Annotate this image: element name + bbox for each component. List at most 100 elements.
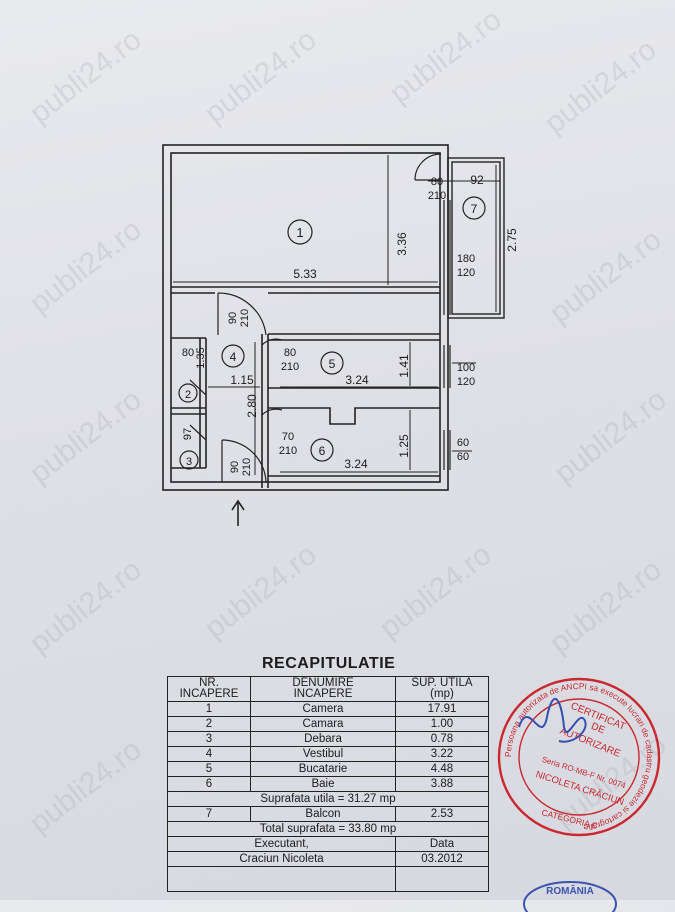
balcony-outline xyxy=(447,157,505,319)
dim-door-bath-h: 210 xyxy=(279,445,297,457)
dim-kitchen-height: 1.41 xyxy=(397,354,411,378)
room-number-7: 7 xyxy=(471,202,478,216)
table-row: 5 Bucatarie 4.48 xyxy=(167,761,489,777)
door-swings xyxy=(189,153,442,483)
dim-closet2-w: 80 xyxy=(182,347,194,359)
recap-table: NR. INCAPERE DENUMIRE INCAPERE SUP. UTIL… xyxy=(167,676,489,892)
room-number-6: 6 xyxy=(319,444,326,458)
room-number-2: 2 xyxy=(185,389,191,401)
plan-walls xyxy=(162,144,449,491)
dimension-lines xyxy=(173,155,500,475)
table-header-row: NR. INCAPERE DENUMIRE INCAPERE SUP. UTIL… xyxy=(167,676,489,702)
floor-plan: 1 4 2 3 5 6 7 5.33 3.36 80 210 92 2.75 1… xyxy=(162,144,519,526)
table-row: 6 Baie 3.88 xyxy=(167,776,489,792)
cell-name: Debara xyxy=(250,731,396,747)
table-row: 1 Camera 17.91 xyxy=(167,701,489,717)
executant-name: Craciun Nicoleta xyxy=(167,851,396,867)
dim-window-kitchen-h: 120 xyxy=(457,376,475,388)
stamp-line2: DE xyxy=(589,721,606,737)
cell-nr: 7 xyxy=(167,806,251,822)
header-area-line2: (mp) xyxy=(430,688,454,700)
table-row: 7 Balcon 2.53 xyxy=(167,806,489,822)
dim-door-kitchen-h: 210 xyxy=(281,361,299,373)
dim-door-hall-w: 90 xyxy=(227,312,239,324)
cell-name: Camara xyxy=(250,716,396,732)
header-nr: NR. INCAPERE xyxy=(167,676,251,702)
blank-cell xyxy=(167,866,396,892)
windows xyxy=(443,200,451,470)
dim-bath-height: 1.25 xyxy=(397,434,411,458)
cell-area: 3.22 xyxy=(395,746,489,762)
blank-row xyxy=(167,866,489,892)
cell-area: 4.48 xyxy=(395,761,489,777)
date-label: Data xyxy=(395,836,489,852)
dim-door-bath-w: 70 xyxy=(282,431,294,443)
room-number-5: 5 xyxy=(329,357,336,371)
dim-balcony-width: 92 xyxy=(470,173,484,187)
dim-door-top-w: 80 xyxy=(431,176,443,188)
watermark: publi24.ro xyxy=(23,733,148,841)
cell-area: 17.91 xyxy=(395,701,489,717)
cell-nr: 2 xyxy=(167,716,251,732)
dim-window-kitchen-w: 100 xyxy=(457,362,475,374)
certification-stamp: Persoana autorizata de ANCPI sa execute … xyxy=(497,677,661,837)
useful-total: Suprafata utila = 31.27 mp xyxy=(167,791,489,807)
room-number-4: 4 xyxy=(230,350,237,364)
cell-nr: 1 xyxy=(167,701,251,717)
blank-cell xyxy=(395,866,489,892)
dim-door-kitchen-w: 80 xyxy=(284,347,296,359)
total-row: Total suprafata = 33.80 mp xyxy=(167,821,489,837)
cell-nr: 5 xyxy=(167,761,251,777)
room-number-1: 1 xyxy=(296,225,303,240)
dim-window-bath-w: 60 xyxy=(457,437,469,449)
date-value: 03.2012 xyxy=(395,851,489,867)
cell-nr: 4 xyxy=(167,746,251,762)
cell-area: 2.53 xyxy=(395,806,489,822)
signature-icon xyxy=(518,697,587,743)
dim-window-bath-h: 60 xyxy=(457,451,469,463)
header-nr-line1: NR. xyxy=(199,677,219,689)
useful-total-row: Suprafata utila = 31.27 mp xyxy=(167,791,489,807)
dim-kitchen-width: 3.24 xyxy=(345,373,369,387)
room-number-3: 3 xyxy=(186,456,192,468)
header-area: SUP. UTILA (mp) xyxy=(395,676,489,702)
stamp-outer-ring xyxy=(497,677,661,837)
dim-closet3-w: 97 xyxy=(182,428,194,440)
total-area: Total suprafata = 33.80 mp xyxy=(167,821,489,837)
stamp-inner-ring xyxy=(518,698,640,816)
executant-label: Executant, xyxy=(167,836,396,852)
blue-stamp-text: ROMÂNIA xyxy=(546,884,594,897)
footer-header-row: Executant, Data xyxy=(167,836,489,852)
stamp-category: CATEGORIA C xyxy=(541,807,599,831)
cell-area: 3.88 xyxy=(395,776,489,792)
cell-name: Balcon xyxy=(250,806,396,822)
dim-window-room1-h: 120 xyxy=(457,267,475,279)
header-area-line1: SUP. UTILA xyxy=(411,677,473,689)
table-row: 2 Camara 1.00 xyxy=(167,716,489,732)
entry-arrow-icon xyxy=(231,499,245,526)
cell-name: Camera xyxy=(250,701,396,717)
watermark: publi24.ro xyxy=(23,553,148,661)
cell-area: 1.00 xyxy=(395,716,489,732)
cell-nr: 6 xyxy=(167,776,251,792)
dim-hall-length: 2.80 xyxy=(245,394,259,418)
dim-door-top-h: 210 xyxy=(428,190,446,202)
footer-value-row: Craciun Nicoleta 03.2012 xyxy=(167,851,489,867)
dim-bath-width: 3.24 xyxy=(344,457,368,471)
table-row: 4 Vestibul 3.22 xyxy=(167,746,489,762)
dim-door-hall-h: 210 xyxy=(239,309,251,327)
dim-window-room1-w: 180 xyxy=(457,253,475,265)
dim-closet2-h: 1.35 xyxy=(195,347,207,368)
dim-room1-width: 5.33 xyxy=(293,267,317,281)
dim-room1-height: 3.36 xyxy=(395,232,409,256)
room-markers xyxy=(178,196,486,470)
dim-entry-door-h: 210 xyxy=(241,458,253,476)
header-name: DENUMIRE INCAPERE xyxy=(250,676,396,702)
watermark: publi24.ro xyxy=(543,553,668,661)
header-name-line2: INCAPERE xyxy=(293,688,353,700)
table-row: 3 Debara 0.78 xyxy=(167,731,489,747)
recap-title: RECAPITULATIE xyxy=(262,655,396,672)
blue-stamp: ROMÂNIA xyxy=(523,881,617,912)
dim-balcony-height: 2.75 xyxy=(505,228,519,252)
